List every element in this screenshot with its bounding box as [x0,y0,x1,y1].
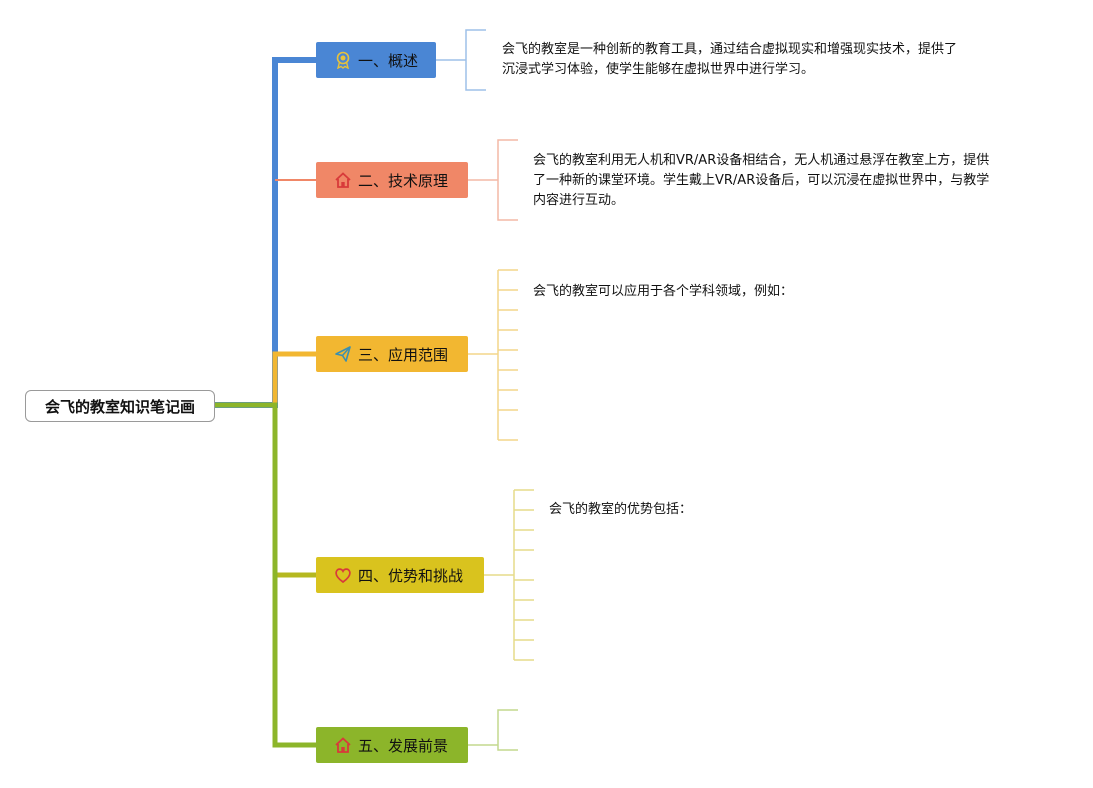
branch-label: 二、技术原理 [358,171,449,190]
home-icon [334,171,352,189]
central-topic[interactable]: 会飞的教室知识笔记画 [25,390,215,422]
note-overview: 会飞的教室是一种创新的教育工具，通过结合虚拟现实和增强现实技术，提供了 沉浸式学… [502,42,958,77]
bracket-branch-3 [468,269,518,441]
heart-icon [334,566,352,584]
bracket-branch-1 [436,29,486,91]
award-ribbon-icon [334,51,352,69]
note-tech-principle: 会飞的教室利用无人机和VR/AR设备相结合，无人机通过悬浮在教室上方，提供 了一… [533,153,990,208]
bracket-branch-2 [468,139,518,221]
branch-application-scope[interactable]: 三、应用范围 [316,336,468,372]
home-icon [334,736,352,754]
note-application-scope: 会飞的教室可以应用于各个学科领域，例如： [533,284,794,299]
branch-label: 三、应用范围 [358,345,449,364]
connector-root-to-branch-5 [215,402,316,748]
branch-label: 五、发展前景 [358,736,449,755]
branch-advantages-challenges[interactable]: 四、优势和挑战 [316,557,484,593]
branch-overview[interactable]: 一、概述 [316,42,436,78]
connector-root-to-branch-4 [215,402,316,578]
bracket-branch-5 [468,709,518,751]
branch-label: 一、概述 [358,51,419,70]
branch-future-prospects[interactable]: 五、发展前景 [316,727,468,763]
branch-label: 四、优势和挑战 [358,566,464,585]
paper-plane-icon [334,345,352,363]
bracket-branch-4 [484,489,534,661]
branch-tech-principle[interactable]: 二、技术原理 [316,162,468,198]
connector-root-to-branch-3 [215,351,316,408]
note-advantages-challenges: 会飞的教室的优势包括： [549,502,693,517]
